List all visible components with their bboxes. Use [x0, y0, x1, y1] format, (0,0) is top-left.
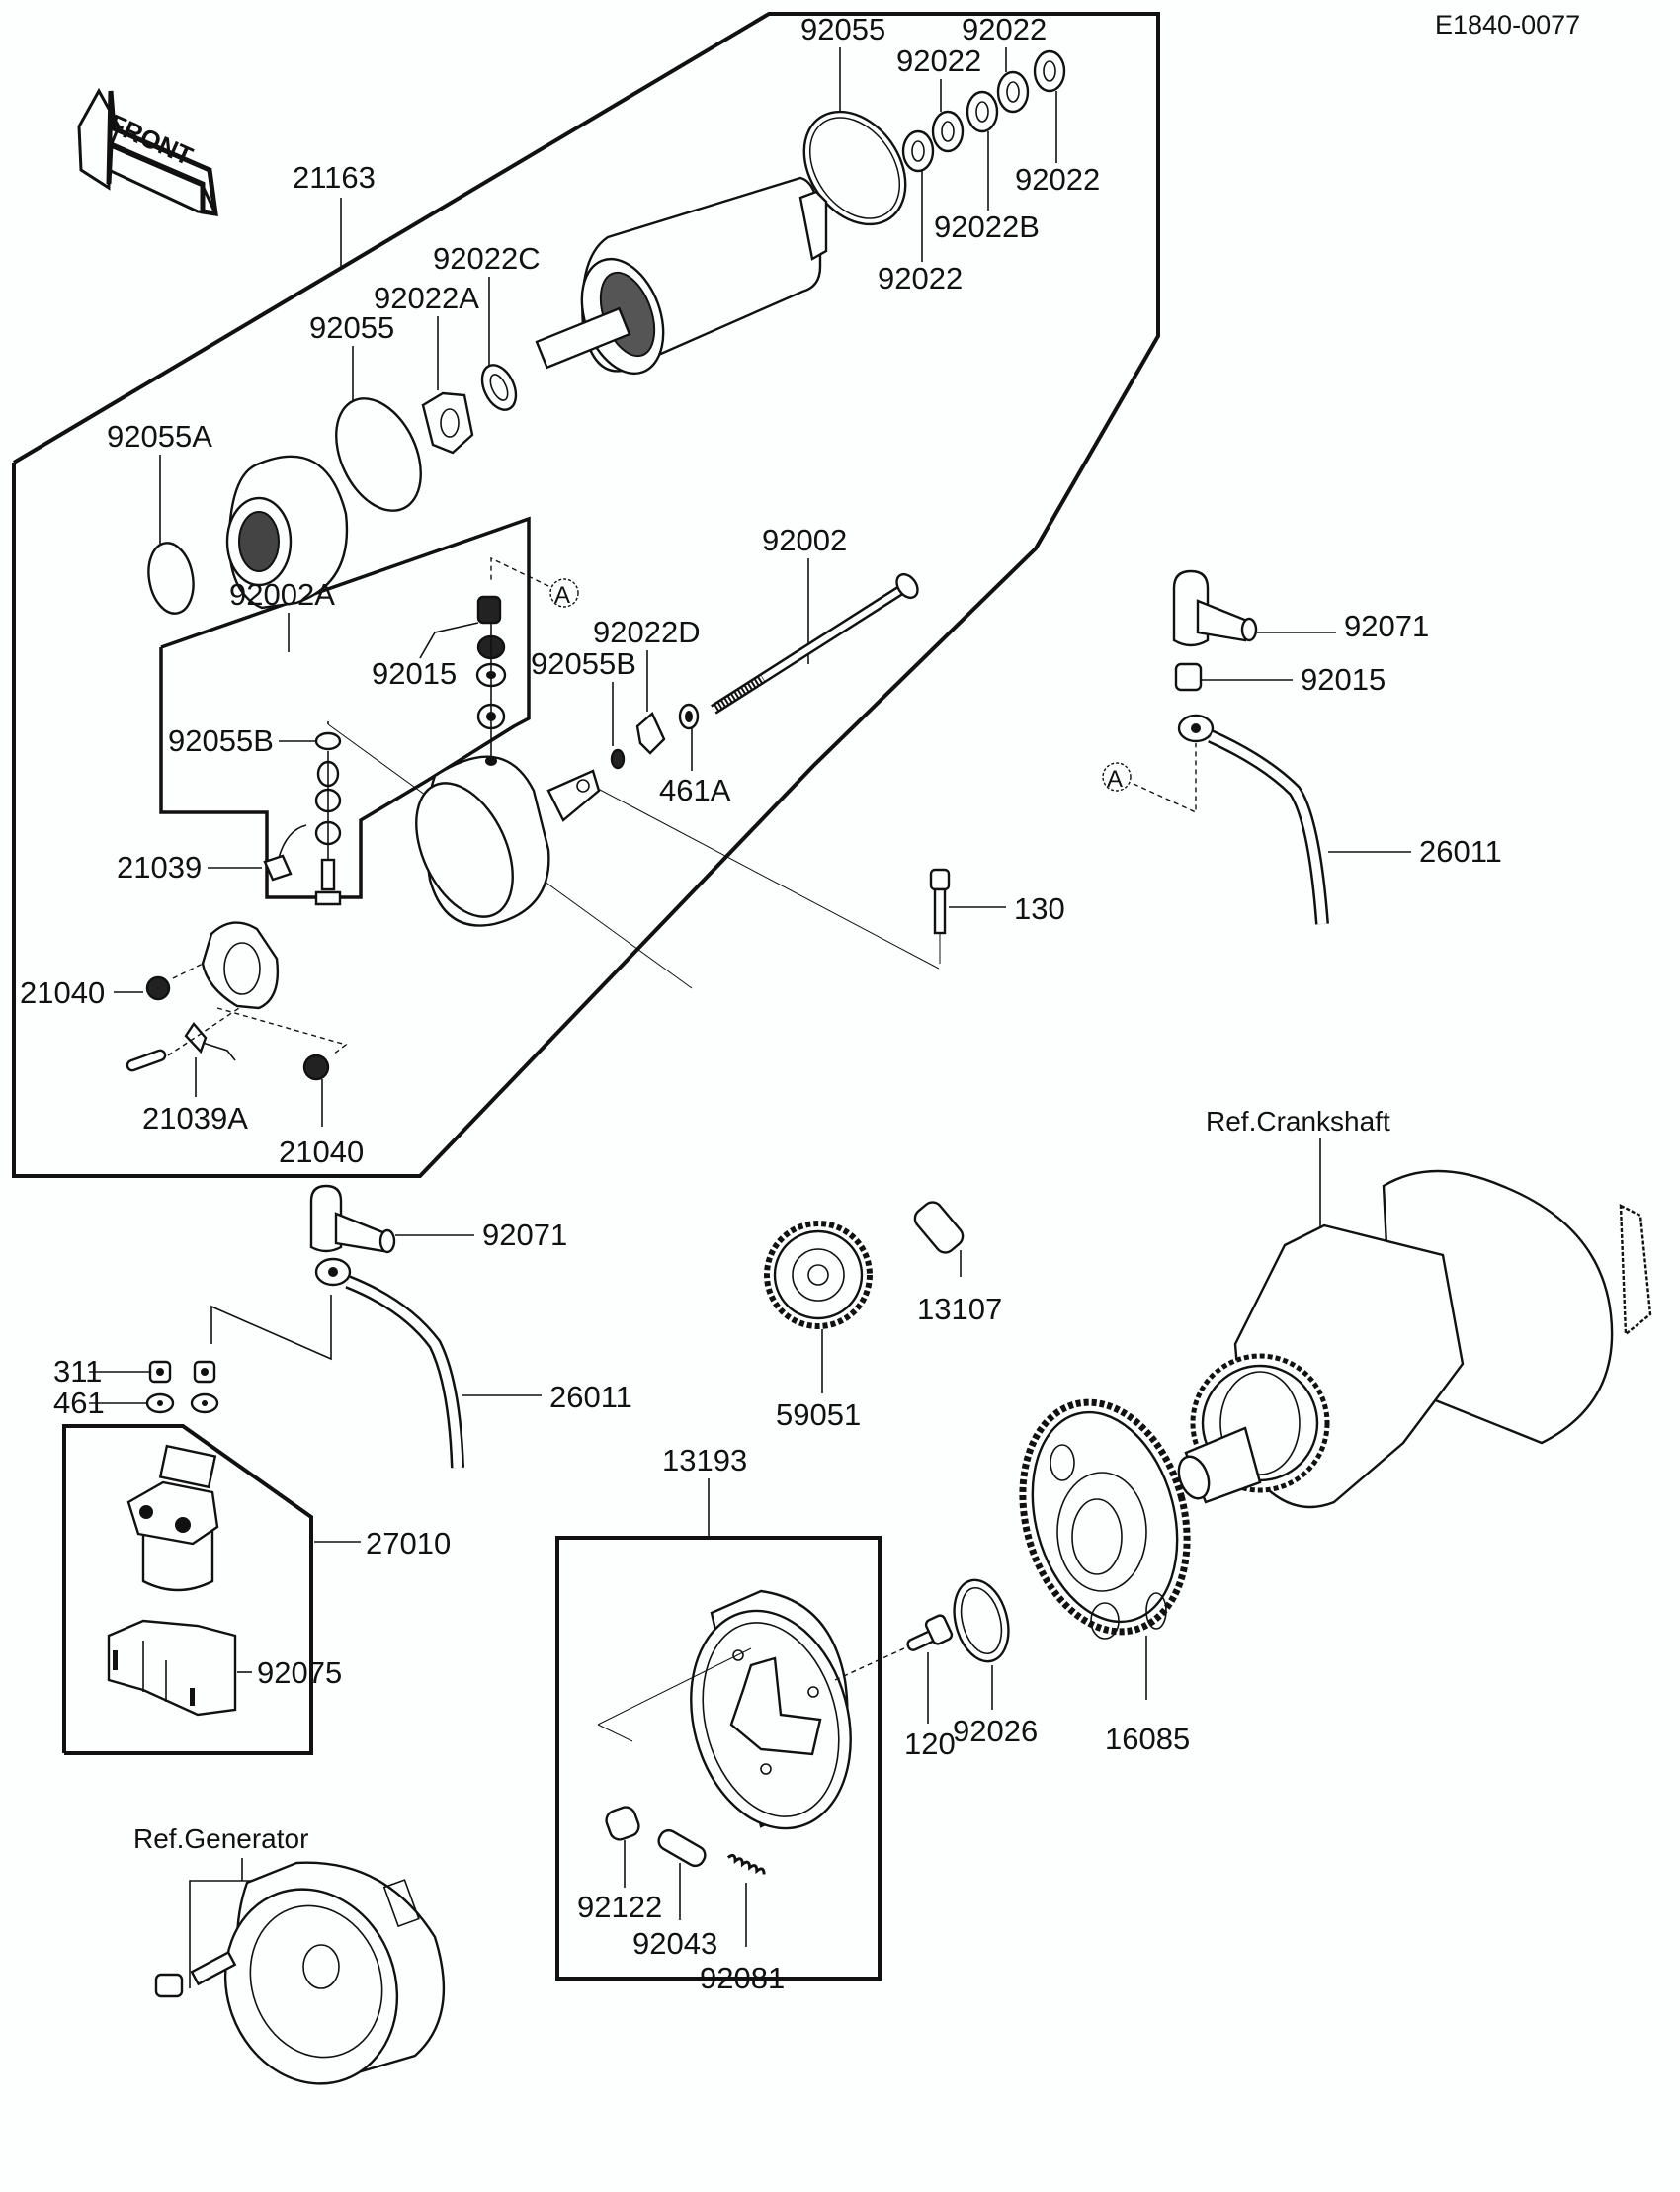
part-label-92022a: 92022A	[374, 281, 479, 315]
part-label-130: 130	[1014, 891, 1065, 926]
part-label-92022c: 92022C	[433, 241, 541, 276]
washer-stack-top	[901, 49, 1066, 173]
o-ring-92055-mid-icon	[335, 397, 422, 512]
o-ring-92055b-right-icon	[610, 748, 626, 770]
washer-92026-icon	[953, 1578, 1010, 1663]
cable-26011-left-icon	[314, 1257, 464, 1469]
part-label-21040-lower: 21040	[279, 1135, 364, 1169]
part-label-92055-mid: 92055	[309, 310, 394, 345]
brush-spring-21040-lower-icon	[302, 1054, 330, 1081]
part-label-92022-b: 92022	[896, 43, 981, 78]
spring-92081-icon	[726, 1853, 766, 1875]
terminal-cap-92071-left-icon	[309, 1184, 396, 1254]
part-label-92022-c: 92022	[1015, 162, 1100, 197]
front-arrow-icon: FRONT	[77, 87, 218, 216]
ref-crankshaft-label: Ref.Crankshaft	[1206, 1106, 1390, 1137]
part-label-92081: 92081	[700, 1961, 785, 1995]
starter-clutch-icon	[690, 1589, 852, 1830]
washer-92022c-icon	[480, 364, 518, 411]
relay-cover-icon	[107, 1619, 237, 1717]
part-label-13107: 13107	[917, 1292, 1002, 1326]
end-cover-92002a-icon	[225, 455, 349, 610]
part-label-92022-lower: 92022	[878, 261, 963, 295]
part-label-92002a: 92002A	[229, 577, 335, 612]
part-label-21039: 21039	[117, 850, 202, 885]
part-label-92055a: 92055A	[107, 419, 212, 454]
connection-marker-a-right: A	[1107, 766, 1123, 793]
generator-rotor-icon	[154, 1861, 446, 2085]
part-label-92022d: 92022D	[593, 615, 701, 649]
brush-plate-icon	[201, 921, 280, 1010]
part-label-92015-right: 92015	[1301, 662, 1386, 697]
starter-motor-group-outline	[12, 12, 1160, 1178]
part-label-120: 120	[904, 1727, 956, 1761]
part-label-59051: 59051	[776, 1397, 861, 1432]
brush-terminal-stack-icon	[314, 731, 342, 906]
bolt-130-icon	[929, 868, 951, 935]
brush-spring-21040-left-icon	[145, 975, 171, 1001]
screw-21039a-icon	[126, 1049, 167, 1072]
washer-92022d-icon	[635, 712, 666, 755]
cable-26011-right-icon	[1177, 714, 1329, 925]
part-label-92055b-left: 92055B	[168, 723, 274, 758]
part-label-92026: 92026	[953, 1714, 1038, 1748]
part-label-461a: 461A	[659, 773, 731, 807]
part-label-21163: 21163	[293, 160, 376, 195]
pin-92043-icon	[657, 1828, 707, 1868]
part-label-13193: 13193	[662, 1443, 747, 1477]
starter-relay-group-outline	[62, 1424, 313, 1755]
plate-92022a-icon	[421, 391, 474, 455]
starter-gear-16085-icon	[1019, 1398, 1191, 1640]
part-label-26011-right: 26011	[1419, 834, 1502, 869]
brush-housing-icon	[415, 755, 601, 927]
starter-relay-icon	[126, 1444, 219, 1592]
part-label-21040-left: 21040	[20, 975, 105, 1010]
part-label-16085: 16085	[1105, 1722, 1190, 1756]
nut-311-icon	[148, 1360, 216, 1384]
part-label-92122: 92122	[577, 1890, 662, 1924]
idle-gear-59051-icon	[764, 1221, 873, 1329]
o-ring-92055a-icon	[147, 542, 195, 615]
part-label-92075: 92075	[257, 1655, 342, 1690]
roller-92122-icon	[605, 1806, 640, 1841]
crankshaft-icon	[1177, 1169, 1652, 1509]
part-label-26011-left: 26011	[549, 1380, 632, 1414]
part-label-92002: 92002	[762, 523, 847, 557]
connection-marker-a-left: A	[554, 582, 570, 609]
part-label-92022b: 92022B	[934, 210, 1040, 244]
part-label-92015-left: 92015	[372, 656, 457, 691]
washer-461-icon	[145, 1392, 219, 1414]
part-label-92055-top: 92055	[800, 12, 885, 46]
part-label-27010: 27010	[366, 1526, 451, 1560]
starter-clutch-group-outline	[555, 1536, 882, 1981]
diagram-code: E1840-0077	[1435, 10, 1580, 40]
part-label-92071-left: 92071	[482, 1218, 567, 1252]
nut-92015-right-icon	[1174, 662, 1203, 692]
part-label-92055b-right: 92055B	[531, 646, 636, 681]
part-label-92071-right: 92071	[1344, 609, 1429, 643]
shaft-13107-icon	[913, 1201, 965, 1254]
part-label-21039a: 21039A	[142, 1101, 248, 1136]
starter-motor-body-icon	[535, 176, 828, 376]
brush-lead-21039-icon	[263, 854, 293, 882]
part-label-92043: 92043	[632, 1926, 717, 1961]
ref-generator-label: Ref.Generator	[133, 1823, 308, 1854]
bolt-120-icon	[906, 1614, 954, 1651]
part-label-92022-a: 92022	[962, 12, 1047, 46]
long-bolt-92002-icon	[711, 572, 919, 715]
terminal-cap-92071-right-icon	[1172, 569, 1258, 647]
